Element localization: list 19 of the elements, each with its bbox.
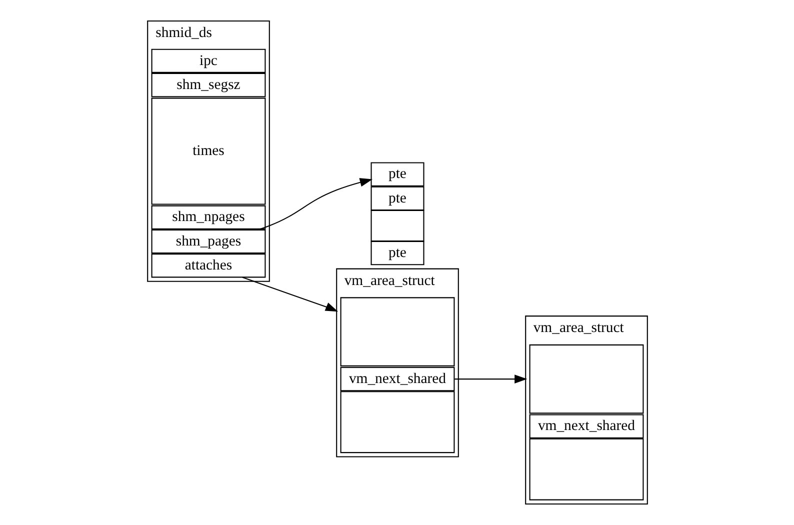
node-box — [340, 391, 454, 454]
arrow — [256, 178, 372, 230]
node-box — [340, 297, 454, 366]
node-box: shm_pages — [150, 229, 266, 254]
node-box — [370, 210, 424, 242]
node-box — [528, 344, 644, 414]
arrow — [242, 276, 338, 312]
node-box: ipc — [150, 48, 266, 73]
node-box: vm_next_shared — [528, 414, 644, 438]
node-box: times — [150, 98, 266, 205]
node-box: pte — [370, 240, 424, 266]
node-box: vm_next_shared — [340, 366, 454, 392]
node-box: shm_segsz — [150, 72, 266, 98]
node-box: shm_npages — [150, 205, 266, 230]
arrow — [454, 374, 527, 384]
node-box: pte — [370, 162, 424, 186]
node-box: attaches — [150, 254, 266, 278]
node-box — [528, 438, 644, 500]
node-box: pte — [370, 186, 424, 211]
